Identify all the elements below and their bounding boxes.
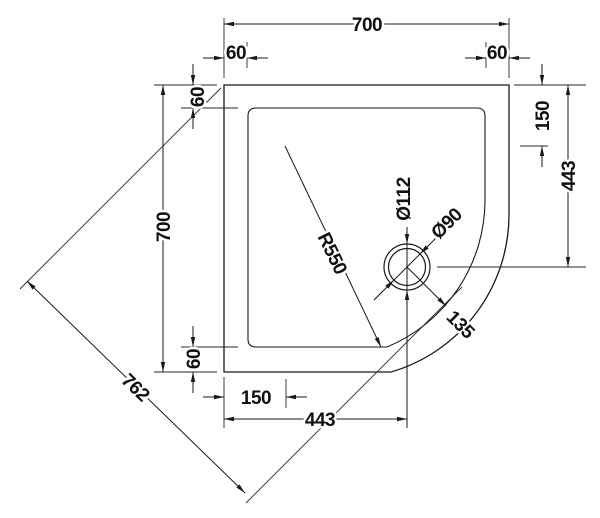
dim-label-bottom-drain-offset: 443 [305,410,335,431]
arrowhead [420,245,429,254]
dim-label-right-drain-offset: 443 [559,161,580,191]
dim-corner-radius: R550 [284,145,382,348]
arrowhead [286,394,296,400]
arrowhead [437,297,446,306]
arrowhead [565,85,571,95]
dim-drain-outer-diameter: Ø112 [392,175,418,428]
arrowhead [190,372,196,382]
dim-label-left-height: 700 [154,212,175,242]
dim-right-center-offset: 150 [531,64,557,167]
arrowhead [385,280,394,289]
arrowhead [539,146,545,156]
dim-left-height: 700 [152,85,178,372]
dim-label-front-diagonal: 762 [117,370,153,406]
dim-label-top-right-border: 60 [487,43,507,64]
tray-outer-outline [223,84,510,373]
arrowhead [160,362,166,372]
dim-label-drain-edge-distance: 135 [442,307,479,344]
dim-label-left-bottom-border: 60 [184,349,205,369]
dim-left-bottom-border: 60 [182,326,208,393]
arrowhead [247,55,257,61]
dim-label-left-top-border: 60 [188,87,209,107]
arrowhead [374,337,381,347]
radius-leader-line [284,145,382,348]
arrowhead [190,108,196,118]
extension-line [19,87,222,290]
arrowhead [160,85,166,95]
dim-label-drain-outer-diameter: Ø112 [394,177,415,220]
arrowhead [214,55,224,61]
dim-bottom-center-offset: 150 [203,386,307,412]
dim-left-top-border: 60 [186,64,212,129]
arrowhead [476,55,486,61]
arrowhead [190,337,196,347]
dim-top-left-border: 60 [203,41,268,67]
arrowhead [224,416,234,422]
dim-front-diagonal: 762 [26,280,246,494]
arrowhead [404,234,410,244]
dim-bottom-drain-offset: 443 [224,408,407,434]
dim-line [26,280,246,494]
arrowhead [224,21,234,27]
dim-top-right-border: 60 [465,41,530,67]
arrowhead [397,416,407,422]
dim-label-right-center-offset: 150 [533,101,554,131]
dim-label-drain-inner-diameter: Ø90 [427,204,466,243]
dim-label-corner-radius: R550 [313,230,351,278]
extension-line [245,286,463,504]
dim-drain-edge-distance: 135 [406,266,481,346]
dim-right-drain-offset: 443 [557,85,583,267]
arrowhead [565,257,571,267]
arrowhead [27,281,36,290]
arrowhead [236,484,245,493]
arrowhead [190,75,196,85]
dim-label-top-left-border: 60 [226,43,246,64]
arrowhead [214,394,224,400]
arrowhead [509,55,519,61]
dim-label-top-width: 700 [352,15,382,36]
arrowhead [499,21,509,27]
arrowhead [539,75,545,85]
extension-lines [19,18,586,504]
dim-top-width: 700 [224,13,509,39]
arrowhead [404,290,410,300]
dim-label-bottom-center-offset: 150 [241,388,271,409]
